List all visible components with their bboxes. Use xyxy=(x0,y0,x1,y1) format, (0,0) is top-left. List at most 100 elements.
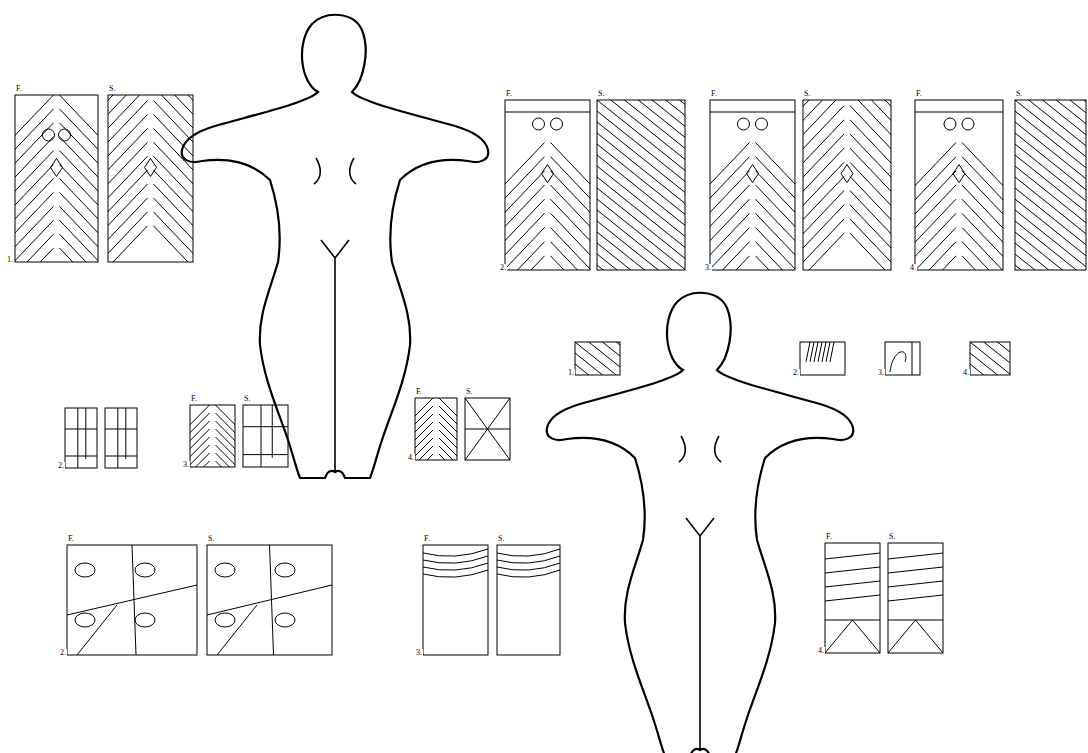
panel-frame xyxy=(108,95,193,262)
panel-frame xyxy=(915,100,1003,270)
incised-lines xyxy=(597,100,685,270)
pattern-panel xyxy=(190,405,235,467)
panel-label: F. xyxy=(15,85,23,93)
incised-lines xyxy=(505,112,590,270)
panel-frame xyxy=(710,100,795,270)
incised-lines xyxy=(825,553,880,653)
panel-frame xyxy=(207,545,332,655)
panel-frame xyxy=(415,398,457,460)
panel-label: 3. xyxy=(415,649,423,657)
pattern-panel xyxy=(888,553,943,653)
incised-lines xyxy=(65,408,97,468)
panel-frame xyxy=(885,342,920,375)
panel-label: F. xyxy=(505,90,513,98)
panel-frame xyxy=(825,543,880,653)
incised-lines xyxy=(915,112,1003,270)
pattern-panel xyxy=(825,553,880,653)
panel-frame xyxy=(970,342,1010,375)
incised-lines xyxy=(806,342,834,362)
pattern-panel xyxy=(710,112,795,270)
incised-lines xyxy=(803,100,891,270)
panel-frame xyxy=(800,342,845,375)
pattern-panel xyxy=(207,545,332,655)
panel-label: 1. xyxy=(567,369,575,377)
panel-label: 3. xyxy=(182,461,190,469)
incised-lines xyxy=(423,549,488,577)
pattern-panel xyxy=(243,405,288,467)
panel-frame xyxy=(1015,100,1086,270)
panel-frame xyxy=(15,95,98,262)
panel-label: F. xyxy=(825,533,833,541)
panel-frame xyxy=(888,543,943,653)
panel-frame xyxy=(423,545,488,655)
panel-label: 4. xyxy=(407,454,415,462)
panel-frame xyxy=(497,545,560,655)
panel-label: 4. xyxy=(962,369,970,377)
pattern-panel xyxy=(105,408,137,468)
panel-label: 2. xyxy=(499,264,507,272)
incised-lines xyxy=(108,95,193,262)
incised-lines xyxy=(890,342,912,375)
panel-label: S. xyxy=(888,533,896,541)
panel-label: S. xyxy=(597,90,605,98)
panel-label: F. xyxy=(423,535,431,543)
panel-label: 1. xyxy=(6,256,14,264)
pattern-panel xyxy=(415,398,457,460)
incised-lines xyxy=(465,398,510,460)
pattern-panel xyxy=(505,112,590,270)
panel-label: F. xyxy=(67,535,75,543)
panel-label: S. xyxy=(1015,90,1023,98)
panel-label: S. xyxy=(108,85,116,93)
incised-lines xyxy=(415,398,457,460)
panel-label: F. xyxy=(710,90,718,98)
incised-lines xyxy=(970,342,1010,375)
panel-label: 2. xyxy=(792,369,800,377)
panel-label: S. xyxy=(465,388,473,396)
panel-label: 4. xyxy=(817,647,825,655)
panel-frame xyxy=(505,100,590,270)
panel-frame xyxy=(105,408,137,468)
incised-lines xyxy=(105,408,137,468)
panel-frame xyxy=(465,398,510,460)
panel-frame xyxy=(803,100,891,270)
panel-frame xyxy=(67,545,197,655)
panel-label: F. xyxy=(415,388,423,396)
incised-lines xyxy=(243,405,288,467)
panel-label: 2. xyxy=(57,462,65,470)
panel-frame xyxy=(65,408,97,468)
panel-label: F. xyxy=(190,395,198,403)
incised-lines xyxy=(67,545,197,655)
pattern-panel xyxy=(806,342,834,362)
incised-lines xyxy=(497,549,560,577)
panel-label: 4. xyxy=(909,264,917,272)
figurine-outline xyxy=(547,293,854,753)
panel-label: 2. xyxy=(59,649,67,657)
pattern-panel xyxy=(423,549,488,577)
pattern-panel xyxy=(65,408,97,468)
panel-label: S. xyxy=(497,535,505,543)
panel-label: S. xyxy=(207,535,215,543)
panel-frame xyxy=(575,342,620,375)
panel-frame xyxy=(243,405,288,467)
incised-lines xyxy=(575,342,620,375)
panel-label: F. xyxy=(915,90,923,98)
pattern-panel xyxy=(15,95,98,262)
pattern-panel xyxy=(497,549,560,577)
incised-lines xyxy=(888,553,943,653)
pattern-panel xyxy=(597,100,685,270)
panel-label: 3. xyxy=(704,264,712,272)
pattern-panel xyxy=(67,545,197,655)
panel-label: S. xyxy=(803,90,811,98)
panel-label: 3. xyxy=(877,369,885,377)
panel-frame xyxy=(190,405,235,467)
pattern-panel xyxy=(915,112,1003,270)
incised-lines xyxy=(190,405,235,467)
pattern-panel xyxy=(1015,100,1086,270)
incised-lines xyxy=(207,545,332,655)
incised-lines xyxy=(15,95,98,262)
pattern-panel xyxy=(465,398,510,460)
figurine-outline xyxy=(182,15,489,478)
panel-label: S. xyxy=(243,395,251,403)
incised-lines xyxy=(1015,100,1086,270)
